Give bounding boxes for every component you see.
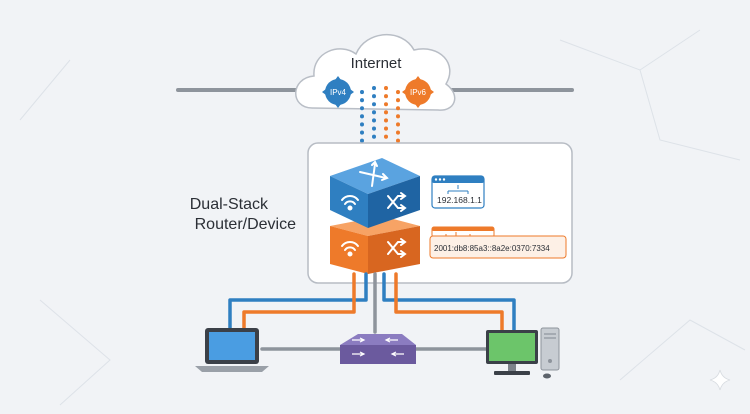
ipv6-wifi-icon <box>341 241 359 257</box>
ipv6-badge-icon <box>402 76 434 108</box>
ipv6-address-card <box>429 226 567 259</box>
ipv4-shuffle-icon <box>387 192 407 212</box>
ipv4-address-text: 192.168.1.1 <box>437 195 482 205</box>
ipv6-address-text: 2001:db8:85a3::8a2e:0370:7334 <box>434 244 550 253</box>
device-label-line2: Router/Device <box>195 216 296 233</box>
internet-cloud <box>295 34 456 111</box>
background-decoration <box>19 29 746 406</box>
ipv6-badge-label: IPv6 <box>410 88 427 97</box>
ipv4-arrows-icon <box>359 160 389 187</box>
ipv4-badge-icon <box>322 76 354 108</box>
network-switch-icon <box>340 334 416 364</box>
router-to-devices-links <box>228 272 516 334</box>
ipv6-shuffle-icon <box>387 238 407 258</box>
ipv4-badge-label: IPv4 <box>330 88 347 97</box>
sparkle-icon <box>709 369 731 391</box>
ipv4-address-card <box>431 175 485 209</box>
device-label-line1: Dual-Stack <box>190 196 269 213</box>
internet-label: Internet <box>351 55 403 72</box>
desktop-computer-icon <box>486 327 560 379</box>
laptop-icon <box>195 328 269 372</box>
ipv4-wifi-icon <box>341 195 359 211</box>
